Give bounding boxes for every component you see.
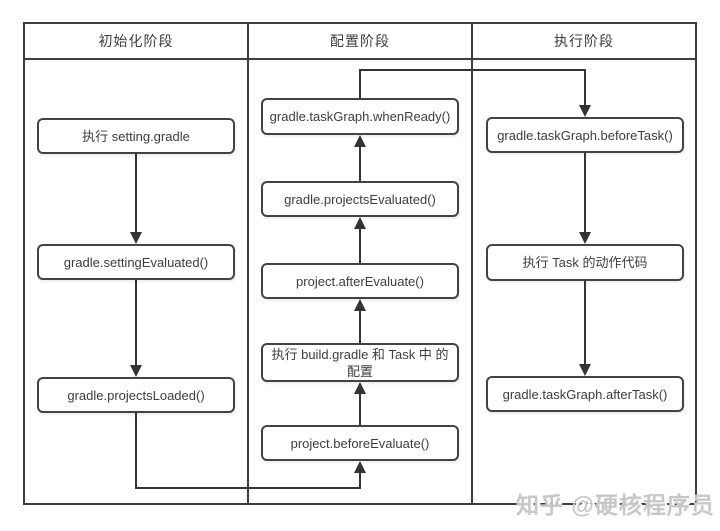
column-divider-1 [247, 22, 249, 505]
arrowhead-up-icon [354, 461, 366, 473]
node-taskgraph-beforetask: gradle.taskGraph.beforeTask() [486, 117, 684, 153]
connector-loaded-elbow-down [135, 413, 137, 489]
node-projects-loaded: gradle.projectsLoaded() [37, 377, 235, 413]
node-taskgraph-aftertask: gradle.taskGraph.afterTask() [486, 376, 684, 412]
arrowhead-up-icon [354, 217, 366, 229]
node-exec-build-gradle: 执行 build.gradle 和 Task 中 的配置 [261, 343, 459, 382]
connector-action-to-aftertask [584, 281, 586, 364]
node-taskgraph-whenready: gradle.taskGraph.whenReady() [261, 98, 459, 135]
header-separator [23, 58, 697, 60]
table-frame [23, 22, 697, 505]
connector-loaded-elbow-across [135, 487, 361, 489]
connector-beforeevaluate-to-build [359, 394, 361, 425]
node-before-evaluate: project.beforeEvaluate() [261, 425, 459, 461]
connector-whenready-elbow-across [359, 69, 586, 71]
connector-loaded-elbow-up [359, 472, 361, 489]
node-projects-evaluated: gradle.projectsEvaluated() [261, 181, 459, 217]
arrowhead-up-icon [354, 382, 366, 394]
node-after-evaluate: project.afterEvaluate() [261, 263, 459, 299]
zhihu-watermark: 知乎 @硬核程序员 [516, 492, 715, 518]
arrowhead-down-icon [579, 105, 591, 117]
column-header-execution: 执行阶段 [554, 32, 614, 49]
column-header-configuration: 配置阶段 [330, 32, 390, 49]
arrowhead-up-icon [354, 299, 366, 311]
connector-build-to-afterevaluate [359, 311, 361, 343]
node-setting-evaluated: gradle.settingEvaluated() [37, 244, 235, 280]
connector-beforetask-to-action [584, 153, 586, 232]
connector-evaluated-to-loaded [135, 280, 137, 365]
connector-whenready-elbow-up [359, 69, 361, 98]
connector-setting-to-evaluated [135, 154, 137, 232]
column-header-initialization: 初始化阶段 [98, 32, 174, 49]
connector-projectsevaluated-to-whenready [359, 147, 361, 181]
arrowhead-up-icon [354, 135, 366, 147]
arrowhead-down-icon [579, 364, 591, 376]
node-exec-setting-gradle: 执行 setting.gradle [37, 118, 235, 154]
connector-whenready-elbow-down [584, 69, 586, 105]
connector-afterevaluate-to-projectsevaluated [359, 229, 361, 263]
arrowhead-down-icon [130, 365, 142, 377]
arrowhead-down-icon [579, 232, 591, 244]
column-divider-2 [471, 22, 473, 505]
arrowhead-down-icon [130, 232, 142, 244]
node-exec-task-action: 执行 Task 的动作代码 [486, 244, 684, 281]
